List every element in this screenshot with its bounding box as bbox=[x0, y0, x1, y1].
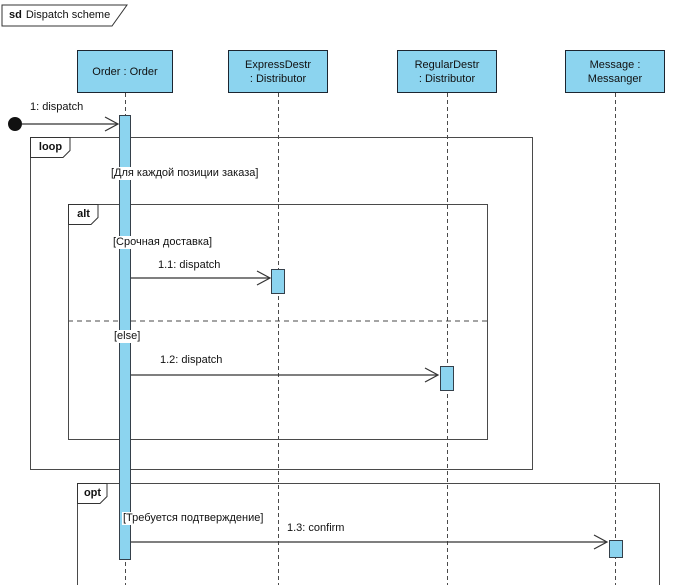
participant-regulardestr-line1: RegularDestr bbox=[414, 58, 480, 71]
activation-regulardestr bbox=[440, 366, 454, 391]
message-1-1-label: 1.1: dispatch bbox=[158, 259, 221, 271]
opt-fragment bbox=[77, 483, 660, 585]
alt-else-guard-label: [else] bbox=[113, 330, 142, 343]
frame-keyword: sd bbox=[9, 9, 22, 21]
message-1-2-arrowhead-icon bbox=[424, 367, 440, 383]
participant-regulardestr: RegularDestr: Distributor bbox=[397, 50, 497, 93]
loop-tab-shape bbox=[30, 137, 71, 158]
activation-expressdestr bbox=[271, 269, 285, 294]
message-1-2-label: 1.2: dispatch bbox=[160, 354, 223, 366]
participant-order-line1: Order : Order bbox=[92, 65, 158, 78]
frame-title-tab-shape bbox=[1, 4, 128, 27]
alt-tab-shape bbox=[68, 204, 99, 225]
opt-tab-shape bbox=[77, 483, 108, 504]
message-1-1-arrowhead-icon bbox=[256, 270, 272, 286]
loop-guard-label: [Для каждой позиции заказа] bbox=[110, 167, 260, 180]
message-1-arrowhead-icon bbox=[104, 116, 120, 132]
participant-regulardestr-line2: : Distributor bbox=[418, 72, 476, 85]
opt-operator-tab: opt bbox=[77, 483, 108, 504]
message-1-label: 1: dispatch bbox=[30, 101, 84, 113]
alt-operator-tab: alt bbox=[68, 204, 99, 225]
participant-message-line2: Messanger bbox=[587, 72, 643, 85]
alt-fragment bbox=[68, 204, 488, 440]
alt-guard-label: [Срочная доставка] bbox=[112, 236, 214, 249]
loop-operator-label: loop bbox=[38, 141, 63, 153]
participant-message: Message :Messanger bbox=[565, 50, 665, 93]
participant-expressdestr: ExpressDestr: Distributor bbox=[228, 50, 328, 93]
loop-operator-tab: loop bbox=[30, 137, 71, 158]
message-1-3-label: 1.3: confirm bbox=[287, 522, 345, 534]
message-1-3-arrowhead-icon bbox=[593, 534, 609, 550]
alt-operator-label: alt bbox=[77, 208, 90, 220]
participant-expressdestr-line2: : Distributor bbox=[249, 72, 307, 85]
found-message-bullet bbox=[8, 117, 22, 131]
opt-guard-label: [Требуется подтверждение] bbox=[122, 512, 265, 525]
participant-expressdestr-line1: ExpressDestr bbox=[244, 58, 312, 71]
participant-message-line1: Message : bbox=[589, 58, 641, 71]
opt-operator-label: opt bbox=[83, 487, 102, 499]
frame-title-text: Dispatch scheme bbox=[25, 9, 111, 21]
activation-message bbox=[609, 540, 623, 558]
participant-order: Order : Order bbox=[77, 50, 173, 93]
loop-fragment bbox=[30, 137, 533, 470]
